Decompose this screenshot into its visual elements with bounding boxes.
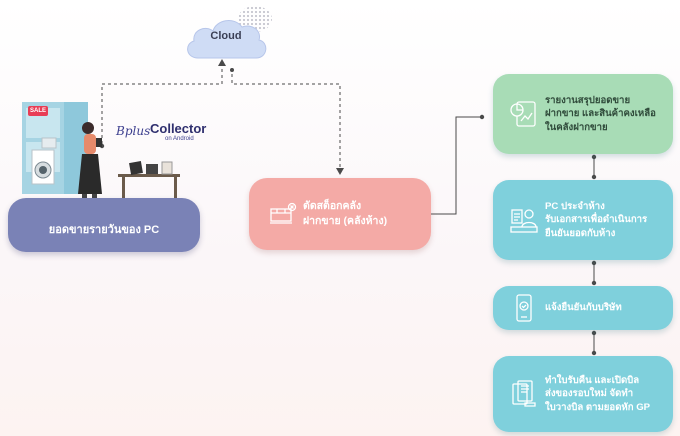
brand-name: Collector	[150, 121, 207, 136]
warehouse-box-icon	[270, 202, 297, 224]
stock-line-1: ตัดสต็อกคลัง	[303, 200, 362, 212]
step-4-line-3: ใบวางบิล ตามยอดหัก GP	[545, 401, 651, 413]
step-confirm-company: แจ้งยืนยันกับบริษัท	[493, 286, 673, 330]
clerk-icon	[510, 209, 538, 233]
step-2-line-2: รับเอกสารเพื่อดำเนินการ	[545, 214, 648, 226]
step-3-line-1: แจ้งยืนยันกับบริษัท	[545, 302, 622, 314]
step-4-line-1: ทำใบรับคืน และเปิดบิล	[545, 374, 640, 386]
cloud-icon	[187, 20, 267, 59]
pc-daily-sales-card: ยอดขายรายวันของ PC	[8, 198, 200, 252]
pc-daily-sales-label: ยอดขายรายวันของ PC	[48, 224, 160, 236]
brand-subtitle: on Android	[165, 136, 194, 142]
step-return-and-bill: ทำใบรับคืน และเปิดบิล ส่งของรอบใหม่ จัดท…	[493, 356, 673, 432]
step-sales-report: รายงานสรุปยอดขาย ฝากขาย และสินค้าคงเหลือ…	[493, 74, 673, 154]
step-2-line-1: PC ประจำห้าง	[545, 200, 605, 212]
sale-tag: SALE	[28, 106, 48, 116]
step-1-line-3: ในคลังฝากขาย	[545, 121, 608, 133]
report-icon	[510, 101, 536, 127]
stock-line-2: ฝากขาย (คลังห้าง)	[303, 215, 388, 227]
cloud-label: Cloud	[210, 30, 242, 42]
step-pc-receive-docs: PC ประจำห้าง รับเอกสารเพื่อดำเนินการ ยืน…	[493, 180, 673, 260]
mobile-confirm-icon	[516, 294, 532, 322]
step-4-line-2: ส่งของรอบใหม่ จัดทำ	[545, 388, 634, 400]
invoice-icon	[512, 380, 536, 407]
store-illustration	[22, 102, 180, 201]
step-1-line-2: ฝากขาย และสินค้าคงเหลือ	[545, 108, 656, 120]
step-1-line-1: รายงานสรุปยอดขาย	[545, 94, 631, 106]
brand-script-logo: Bplus	[116, 124, 151, 138]
stock-cut-card: ตัดสต็อกคลัง ฝากขาย (คลังห้าง)	[249, 178, 431, 250]
step-2-line-3: ยืนยันยอดกับห้าง	[545, 227, 616, 239]
